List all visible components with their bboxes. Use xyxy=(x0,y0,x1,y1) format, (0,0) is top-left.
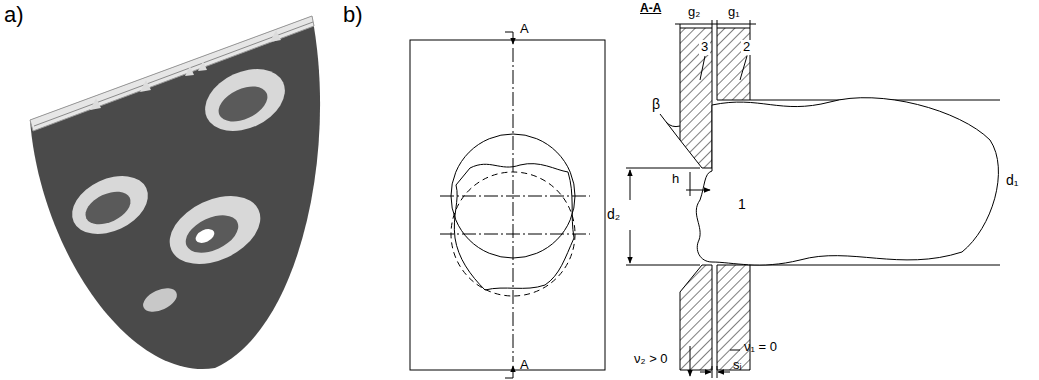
callout-number: 1 xyxy=(738,196,746,212)
depth-dim: h xyxy=(672,172,679,187)
section-view xyxy=(626,20,1000,378)
section-title: A-A xyxy=(640,2,661,16)
panel-letter: a) xyxy=(4,2,24,27)
diameter-dim: d₂ xyxy=(607,206,620,222)
thickness-dim: g₂ xyxy=(688,5,700,20)
velocity-label: ν₁ = 0 xyxy=(744,340,777,355)
thickness-dim: g₁ xyxy=(728,5,740,20)
diameter-dim: d₁ xyxy=(1006,172,1019,188)
angle-label: β xyxy=(652,96,660,112)
callout-number: 2 xyxy=(741,40,752,55)
section-mark: A xyxy=(520,358,529,373)
gap-label: sᵢ xyxy=(733,358,742,373)
section-mark: A xyxy=(520,22,529,37)
callout-number: 3 xyxy=(699,40,710,55)
disc-segment xyxy=(30,16,320,369)
front-view xyxy=(410,32,605,378)
velocity-label: ν₂ > 0 xyxy=(634,352,668,367)
panel-letter: b) xyxy=(343,2,363,27)
